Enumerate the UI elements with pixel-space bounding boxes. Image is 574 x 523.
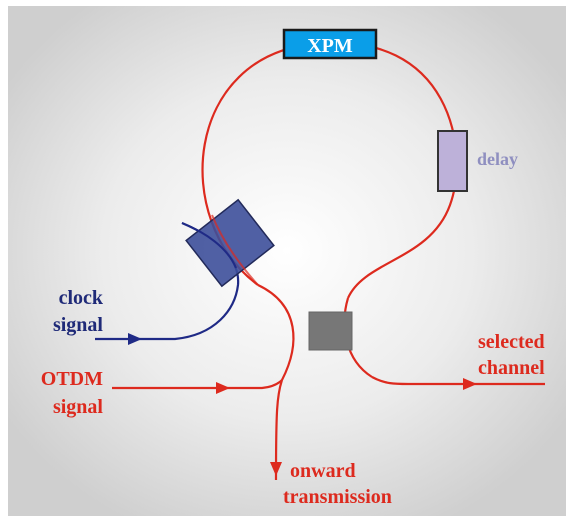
clock-signal-arrow <box>128 333 142 345</box>
xpm-label: XPM <box>307 35 353 57</box>
selected-channel-fiber <box>371 376 545 386</box>
otdm-input-arrow <box>216 382 230 394</box>
coupler-arc-left <box>257 284 295 381</box>
selected-label-line1: selected <box>478 331 545 353</box>
selected-channel-arrow <box>463 378 477 390</box>
clock-label-line2: signal <box>53 314 103 336</box>
loop-fiber-over-block <box>211 214 259 286</box>
xpm-box <box>282 28 378 60</box>
delay-box <box>437 130 468 192</box>
onward-label-line1: onward <box>290 460 356 482</box>
onward-fiber <box>274 379 284 481</box>
coupler-block <box>308 311 353 351</box>
onward-arrow <box>270 462 282 476</box>
polarizer-block <box>185 198 275 288</box>
clock-fiber-over-block <box>181 222 237 269</box>
otdm-label-line1: OTDM <box>41 368 103 390</box>
selected-label-line2: channel <box>478 357 545 379</box>
fiber-loop <box>201 41 458 299</box>
delay-label: delay <box>477 149 518 169</box>
background-panel <box>8 6 566 516</box>
onward-label-line2: transmission <box>283 486 392 508</box>
clock-label-line1: clock <box>59 287 104 309</box>
otdm-label-line2: signal <box>53 396 103 418</box>
